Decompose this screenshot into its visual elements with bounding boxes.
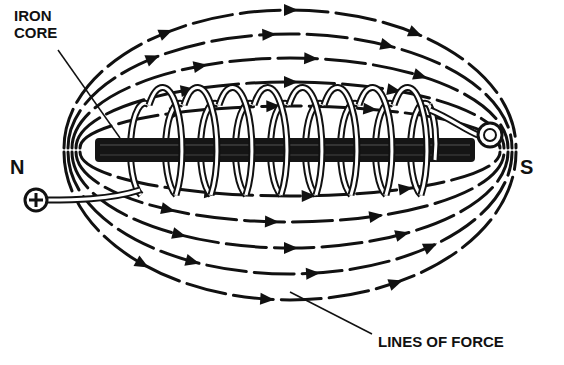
- field-arrow: [387, 275, 404, 291]
- field-arrow: [368, 209, 384, 223]
- coil-winding: [289, 87, 322, 195]
- field-arrow: [157, 24, 174, 40]
- coil-winding: [149, 87, 182, 195]
- coil-winding: [359, 87, 392, 195]
- part-label: IRON CORE: [14, 8, 74, 41]
- field-arrow: [412, 68, 429, 84]
- leader-line: [58, 50, 120, 138]
- field-arrow: [407, 25, 425, 41]
- negative-terminal: [478, 123, 502, 147]
- coil-winding: [324, 87, 357, 195]
- coil-winding: [184, 87, 217, 195]
- coil-winding: [324, 87, 357, 195]
- field-arrow: [284, 4, 298, 16]
- positive-terminal: [25, 189, 47, 211]
- lead-wire: [47, 190, 140, 200]
- field-arrow: [306, 267, 321, 280]
- negative-terminal: [484, 129, 496, 141]
- field-arrows: [133, 4, 439, 306]
- field-arrow: [363, 103, 378, 116]
- coil-winding: [184, 87, 217, 195]
- coil-winding: [254, 87, 287, 195]
- field-arrow: [160, 202, 176, 217]
- coil-front: [149, 87, 436, 195]
- coil-winding: [149, 87, 182, 195]
- field-arrow: [171, 227, 188, 242]
- coil-winding: [394, 87, 427, 195]
- field-arrow: [133, 255, 151, 272]
- field-arrow: [304, 52, 318, 65]
- lead-wire: [430, 110, 478, 135]
- field-arrow: [144, 50, 161, 66]
- field-arrow: [262, 28, 277, 41]
- field-arrow: [284, 76, 298, 88]
- coil-winding: [359, 87, 392, 195]
- lead-wire: [430, 110, 478, 135]
- lines-of-force: [64, 10, 516, 300]
- plus-symbol: [35, 193, 38, 207]
- coil-winding: [219, 87, 252, 195]
- field-arrow: [193, 59, 209, 73]
- field-arrow: [394, 227, 411, 242]
- coil-winding: [254, 87, 287, 195]
- leader-line: [290, 292, 372, 334]
- field-arrow: [260, 293, 275, 306]
- field-arrow: [422, 238, 440, 255]
- field-arrow: [379, 38, 396, 53]
- pole-label: N: [10, 156, 24, 178]
- field-line: [72, 152, 508, 248]
- coil-winding: [219, 87, 252, 195]
- field-arrow: [184, 254, 201, 269]
- coil-winding: [289, 87, 322, 195]
- lead-wire: [47, 190, 140, 200]
- field-arrow: [284, 242, 298, 254]
- field-arrow: [265, 216, 279, 228]
- pole-label: S: [520, 156, 533, 178]
- part-label: LINES OF FORCE: [378, 334, 504, 351]
- coil-winding: [394, 87, 427, 195]
